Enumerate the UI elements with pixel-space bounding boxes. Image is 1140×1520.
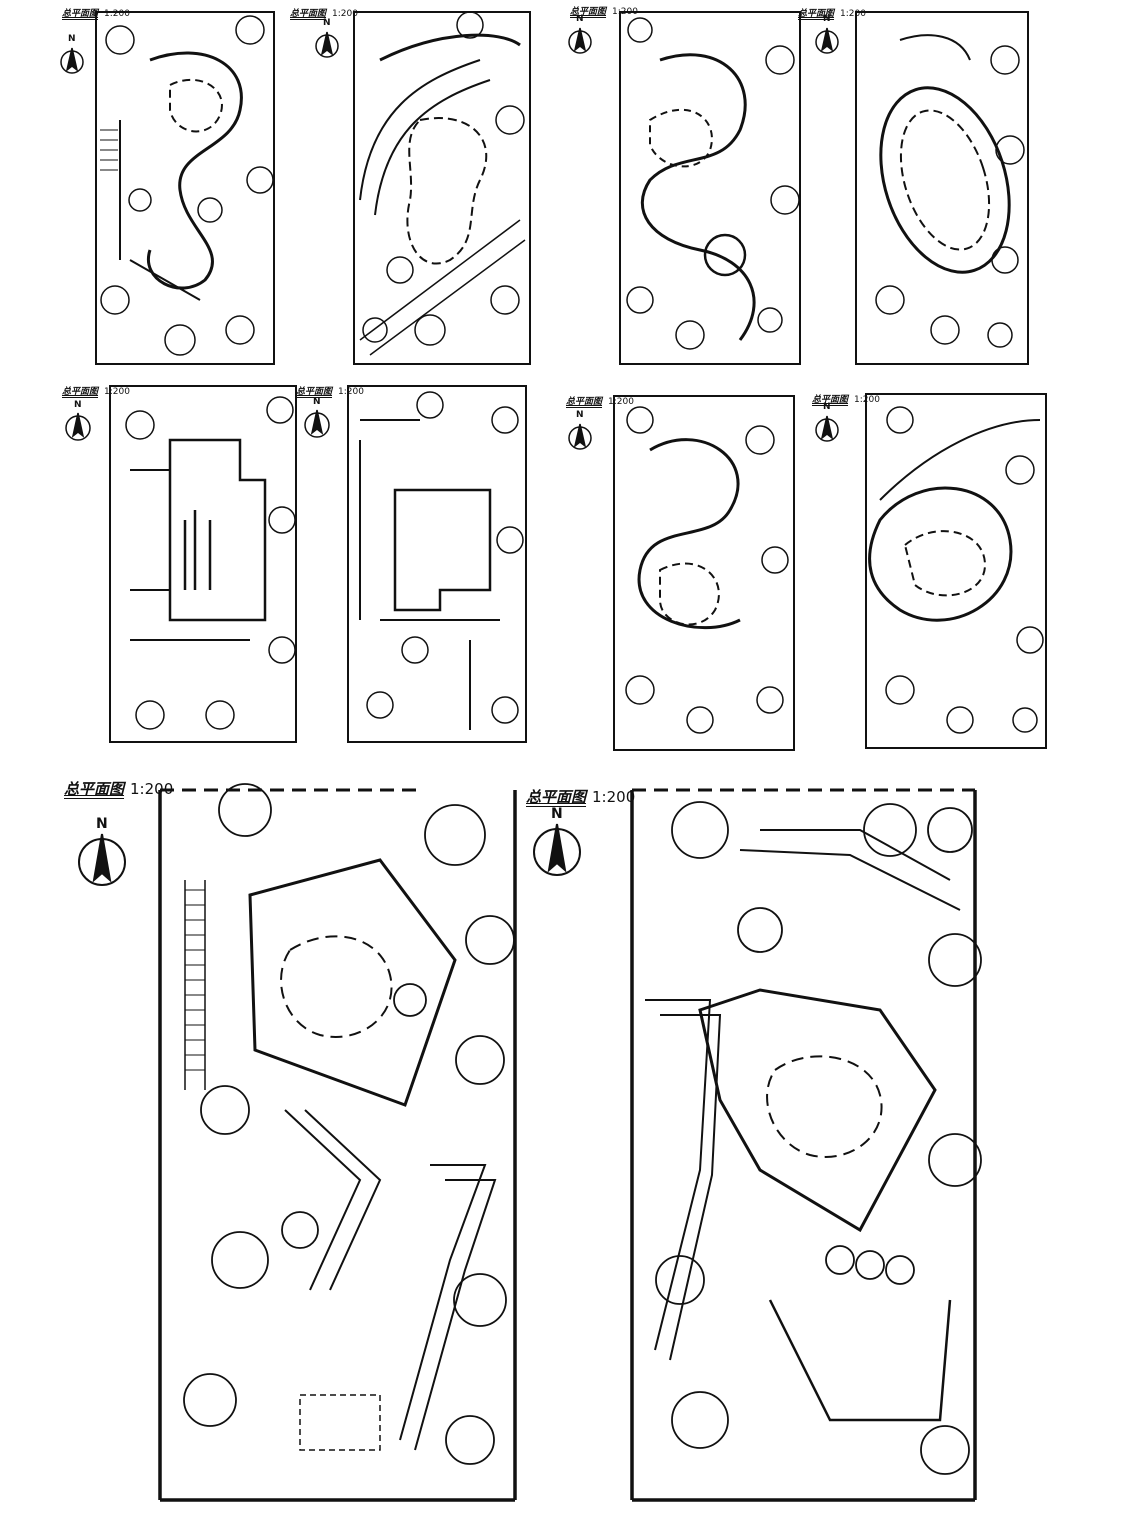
plan-10-drawing: [630, 788, 982, 1502]
plan-1-drawing: [95, 11, 275, 365]
north-label: N: [74, 400, 82, 410]
north-label: N: [576, 14, 584, 24]
north-arrow-icon: [304, 409, 330, 438]
north-label: N: [576, 410, 584, 420]
north-label: N: [313, 397, 321, 407]
north-arrow-icon: [315, 31, 339, 58]
north-arrow-icon: [533, 823, 581, 876]
plan-7-drawing: [613, 395, 795, 751]
north-label: N: [323, 18, 331, 28]
north-label: N: [823, 402, 831, 412]
north-arrow-icon: [78, 833, 126, 886]
north-label: N: [551, 806, 563, 822]
north-arrow-icon: [65, 412, 91, 441]
plan-5-drawing: [109, 385, 297, 743]
plan-8-drawing: [865, 393, 1047, 749]
north-label: N: [68, 34, 76, 44]
plan-4-drawing: [855, 11, 1029, 365]
north-arrow-icon: [815, 415, 839, 442]
plan-2-drawing: [353, 11, 531, 365]
plan-3-drawing: [619, 11, 801, 365]
north-label: N: [823, 14, 831, 24]
plan-6-drawing: [347, 385, 527, 743]
north-arrow-icon: [568, 27, 592, 54]
north-arrow-icon: [60, 47, 84, 74]
north-label: N: [96, 816, 108, 832]
plan-9-drawing: [158, 783, 517, 1502]
north-arrow-icon: [568, 423, 592, 450]
north-arrow-icon: [815, 27, 839, 54]
